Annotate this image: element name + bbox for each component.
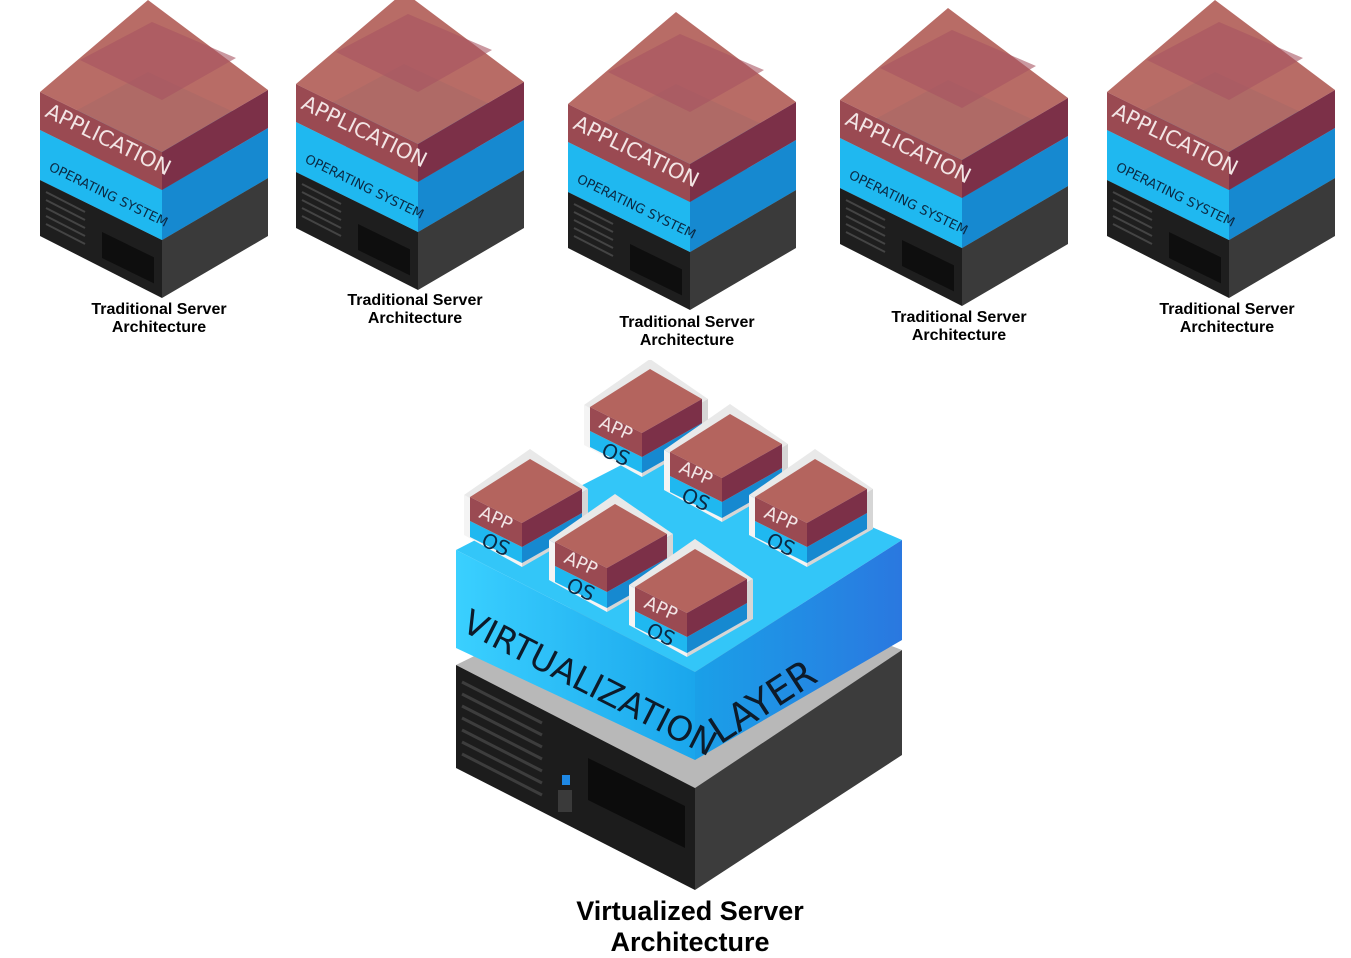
- power-button-icon: [562, 775, 570, 785]
- vm-app-side: [807, 489, 867, 547]
- traditional-caption-4: Traditional Server Architecture: [839, 309, 1079, 345]
- vm-os-front: [635, 611, 687, 653]
- vm-app-side: [607, 534, 667, 592]
- traditional-caption-1: Traditional Server Architecture: [39, 301, 279, 337]
- server-side: [695, 650, 902, 890]
- traditional-stack-graphic: OPERATING SYSTEM APPLICATION: [568, 12, 796, 310]
- caption-line: Architecture: [1179, 319, 1275, 336]
- os-layer-side: [1229, 128, 1335, 240]
- caption-line: Traditional Server: [91, 301, 227, 318]
- os-layer-front: [1107, 130, 1229, 240]
- traditional-stack-graphic: OPERATING SYSTEM APPLICATION: [1107, 0, 1335, 298]
- vm-os-side: [807, 513, 867, 563]
- os-layer-side: [962, 136, 1068, 248]
- virtualized-caption: Virtualized Server Architecture: [480, 896, 900, 958]
- vm-app-top: [670, 414, 782, 478]
- server-drive: [102, 232, 154, 284]
- server-side: [162, 178, 268, 298]
- vm-app-side: [522, 489, 582, 547]
- traditional-stack-4: OPERATING SYSTEM APPLICATION: [840, 8, 1080, 308]
- virtualized-server-graphic: VIRTUALIZATION LAYER APPOSAPPOSAPPOSAPPO…: [456, 360, 902, 890]
- application-layer-front: [568, 104, 690, 202]
- vm-app-front: [670, 452, 722, 502]
- vm-app-side: [722, 444, 782, 502]
- caption-line: Architecture: [610, 927, 770, 957]
- vm-app-front: [470, 497, 522, 547]
- traditional-caption-5: Traditional Server Architecture: [1107, 301, 1347, 337]
- os-layer-front: [568, 142, 690, 252]
- server-drive: [358, 224, 410, 276]
- os-layer-side: [418, 120, 524, 232]
- application-layer-front: [40, 92, 162, 190]
- traditional-stack-graphic: OPERATING SYSTEM APPLICATION: [840, 8, 1068, 306]
- vm-app-top: [755, 459, 867, 523]
- vm-app-top: [555, 504, 667, 568]
- caption-line: Traditional Server: [891, 309, 1027, 326]
- application-layer-side: [162, 90, 268, 190]
- vm-os-front: [470, 521, 522, 563]
- caption-line: Architecture: [111, 319, 207, 336]
- vm-app-top: [635, 549, 747, 613]
- vm-os-front: [555, 566, 607, 608]
- traditional-caption-3: Traditional Server Architecture: [567, 314, 807, 350]
- traditional-stack-5: OPERATING SYSTEM APPLICATION: [1107, 0, 1347, 300]
- traditional-stack-2: OPERATING SYSTEM APPLICATION: [296, 0, 536, 292]
- application-layer-front: [296, 84, 418, 182]
- vm-app-front: [590, 407, 642, 457]
- traditional-stack-1: OPERATING SYSTEM APPLICATION: [40, 0, 280, 300]
- application-layer-side: [418, 82, 524, 182]
- traditional-caption-2: Traditional Server Architecture: [295, 292, 535, 328]
- vm-app-front: [555, 542, 607, 592]
- traditional-stack-graphic: OPERATING SYSTEM APPLICATION: [296, 0, 524, 290]
- traditional-stack-graphic: OPERATING SYSTEM APPLICATION: [40, 0, 268, 298]
- caption-line: Architecture: [911, 327, 1007, 344]
- vm-app-side: [687, 579, 747, 637]
- vm-app-top: [590, 369, 702, 433]
- os-layer-side: [162, 128, 268, 240]
- caption-line: Virtualized Server: [576, 896, 804, 926]
- application-layer-side: [690, 102, 796, 202]
- virtualization-layer-front: [456, 550, 695, 760]
- application-layer-front: [1107, 92, 1229, 190]
- virtualization-layer-side: [695, 540, 902, 760]
- os-layer-front: [296, 122, 418, 232]
- caption-line: Traditional Server: [1159, 301, 1295, 318]
- vm-os-front: [670, 476, 722, 518]
- server-drive: [1169, 232, 1221, 284]
- server-drive: [902, 240, 954, 292]
- caption-line: Architecture: [639, 332, 735, 349]
- server-side: [1229, 178, 1335, 298]
- server-side: [962, 186, 1068, 306]
- os-layer-front: [840, 138, 962, 248]
- vm-app-front: [755, 497, 807, 547]
- vm-os-front: [590, 431, 642, 473]
- server-drive: [588, 758, 685, 848]
- caption-line: Architecture: [367, 310, 463, 327]
- vm-os-front: [755, 521, 807, 563]
- os-layer-side: [690, 140, 796, 252]
- vm-os-side: [687, 603, 747, 653]
- server-side: [690, 190, 796, 310]
- application-layer-front: [840, 100, 962, 198]
- traditional-stack-3: OPERATING SYSTEM APPLICATION: [568, 12, 808, 312]
- caption-line: Traditional Server: [347, 292, 483, 309]
- os-layer-front: [40, 130, 162, 240]
- application-layer-side: [962, 98, 1068, 198]
- application-layer-side: [1229, 90, 1335, 190]
- caption-line: Traditional Server: [619, 314, 755, 331]
- vm-app-top: [470, 459, 582, 523]
- server-side: [418, 170, 524, 290]
- vm-app-side: [642, 399, 702, 457]
- vm-app-front: [635, 587, 687, 637]
- server-drive: [630, 244, 682, 296]
